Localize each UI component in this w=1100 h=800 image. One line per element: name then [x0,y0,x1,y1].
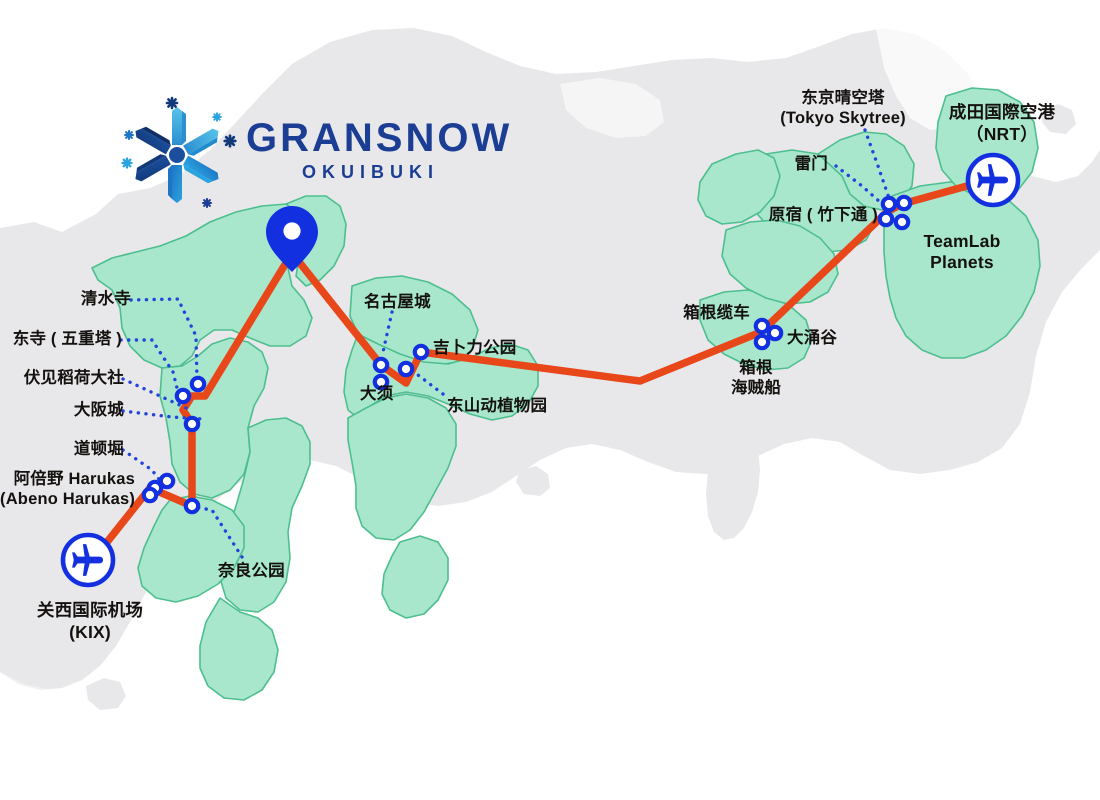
label-kiyomizu: 清水寺 [80,290,131,308]
node-kiyomizu [189,375,207,393]
label-teamlab: TeamLab Planets [923,231,1001,273]
node-higashiyama [397,360,415,378]
node-osu [372,373,390,391]
route-okuibuki-nagoya [288,249,385,369]
label-dotonbori: 道顿堀 [73,440,124,458]
logo-subtitle: OKUIBUKI [302,162,439,182]
pref-kyoto [91,203,313,369]
label-toji: 东寺 ( 五重塔 ) [12,330,122,348]
pref-mie [347,393,457,541]
route-kansai-3 [179,249,296,510]
pref-kansai-lower [199,597,279,701]
node-nagoya-castle [372,356,390,374]
leader-toji [119,338,183,406]
travel-route [92,177,989,560]
logo-wordmark: GRANSNOW [246,116,513,160]
pref-saitama [817,131,915,211]
route-nodes [141,194,913,515]
label-ghibli-park: 吉卜力公园 [433,339,517,357]
node-osaka-castle [183,415,201,433]
label-kix-line1: 关西国际机场 [36,600,144,620]
snowflake-sparkles [121,96,237,209]
label-nagoya-castle: 名古屋城 [364,293,431,311]
airport-icon-kix[interactable] [60,532,116,588]
label-nrt-line2: （NRT） [966,124,1038,144]
node-hakone-ropeway [753,317,771,335]
leader-higashiyama [412,370,445,396]
route-hakone-tokyo [757,208,891,336]
node-harajuku [877,210,895,228]
label-tokyo-skytree: 东京晴空塔 (Tokyo Skytree) [780,89,906,128]
label-higashiyama: 东山动植物园 [447,397,548,415]
pref-chubu-tail [381,535,449,619]
node-ghibli [412,343,430,361]
label-nrt-line1: 成田国際空港 [948,102,1056,122]
label-abeno-harukas: 阿倍野 Harukas (Abeno Harukas) [0,470,136,509]
node-skytree [895,194,913,212]
label-owakudani: 大涌谷 [787,329,838,347]
node-dotonbori [158,472,176,490]
route-nagoya-hakone [417,328,765,385]
node-toji [174,387,192,405]
node-abeno [141,486,159,504]
pref-wakayama [137,495,245,603]
label-osaka-castle: 大阪城 [73,401,124,419]
map-pin-icon[interactable] [266,206,318,272]
leader-kiyomizu [129,297,199,384]
node-teamlab [893,213,911,231]
label-hakone-ropeway: 箱根缆车 [683,304,750,322]
pref-aichi [343,333,539,421]
label-kaminarimon: 雷门 [794,155,828,173]
node-nara-park [183,497,201,515]
snowflake-icon [121,96,237,209]
gransnow-logo: GRANSNOW OKUIBUKI [124,100,509,210]
node-kaminarimon [880,195,898,213]
label-osu: 大须 [360,385,394,403]
node-hakone-pirate [753,333,771,351]
airport-icon-nrt[interactable] [965,152,1021,208]
label-nara-park: 奈良公园 [218,562,285,580]
leader-nagoya-castle [381,310,394,354]
node-owakudani [766,324,784,342]
leader-dotonbori [121,448,163,484]
label-kix-line2: (KIX) [69,622,111,642]
label-harajuku: 原宿 ( 竹下通 ) [768,206,878,224]
label-fushimi-inari: 伏见稻荷大社 [23,369,124,387]
pref-kanto-west [697,149,781,225]
route-nagoya-cluster [377,348,425,387]
leader-skytree [863,128,891,200]
label-hakone-pirate: 箱根 海贼船 [730,359,782,398]
